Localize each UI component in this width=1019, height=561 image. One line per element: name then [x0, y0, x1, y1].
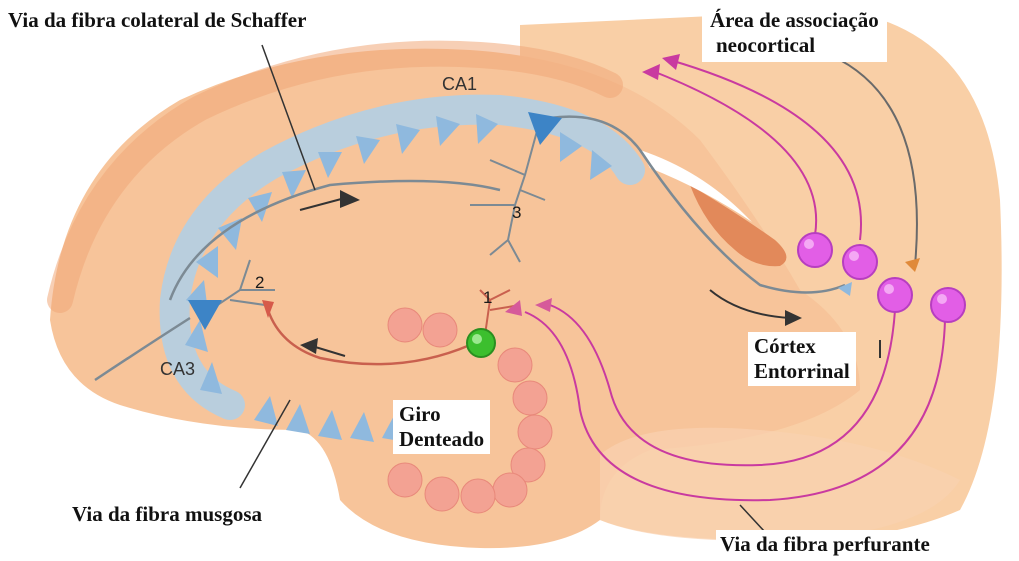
entorhinal-cortex-line2: Entorrinal — [754, 359, 850, 384]
ca1-label: CA1 — [442, 74, 477, 94]
entorhinal-cortex-label: Córtex Entorrinal — [748, 332, 856, 386]
granule-cell-highlight — [472, 334, 482, 344]
neocortical-area-label: Área de associação neocortical — [702, 6, 887, 62]
neocortical-area-line2: neocortical — [710, 33, 879, 58]
dentate-gyrus-line1: Giro — [399, 402, 484, 427]
ca3-label: CA3 — [160, 359, 195, 379]
dentate-gyrus-label: Giro Denteado — [393, 400, 490, 454]
granule-cell-active — [467, 329, 495, 357]
number-1-label: 1 — [483, 288, 492, 307]
number-3-label: 3 — [512, 203, 521, 222]
neocortical-area-line1: Área de associação — [710, 8, 879, 33]
perforant-pathway-label: Via da fibra perfurante — [716, 530, 934, 559]
mossy-fiber-pathway-label: Via da fibra musgosa — [68, 500, 266, 529]
number-2-label: 2 — [255, 273, 264, 292]
entorhinal-cortex-line1: Córtex — [754, 334, 850, 359]
dentate-gyrus-line2: Denteado — [399, 427, 484, 452]
schaffer-pathway-label: Via da fibra colateral de Schaffer — [4, 6, 310, 35]
